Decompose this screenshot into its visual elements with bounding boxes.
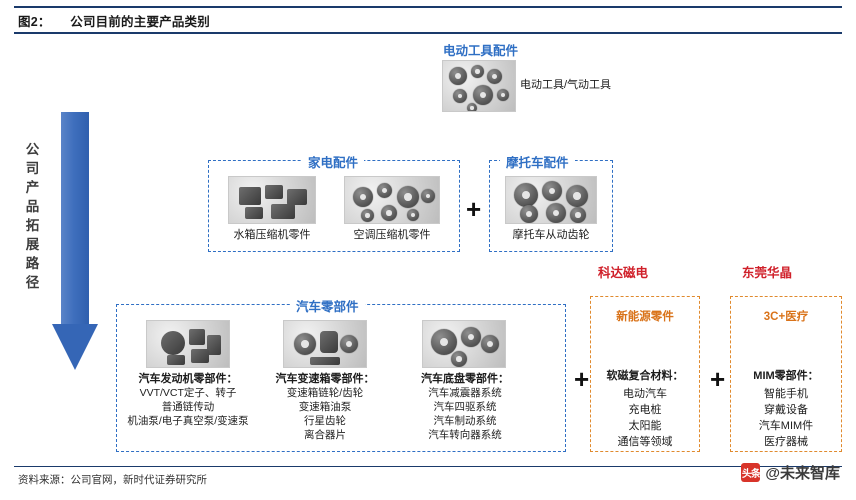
caption-auto-1: 汽车发动机零部件： VVT/VCT定子、转子 普通链传动 机油泵/电子真空泵/变… xyxy=(126,372,250,428)
figure-title: 图2： 公司目前的主要产品类别 xyxy=(18,11,210,30)
list-new-energy-item-3: 通信等领域 xyxy=(617,436,673,448)
header-rule-bottom xyxy=(14,32,842,34)
caption-auto-1-line-2: 机油泵/电子真空泵/变速泵 xyxy=(127,415,249,427)
caption-auto-1-line-0: VVT/VCT定子、转子 xyxy=(139,387,237,399)
figure-title-text: 公司目前的主要产品类别 xyxy=(70,15,210,29)
group-title-appliance: 家电配件 xyxy=(302,152,365,171)
operator-plus-3: + xyxy=(710,364,726,394)
list-3c-medical-item-0: 智能手机 xyxy=(764,388,808,400)
photo-auto-3 xyxy=(422,320,506,368)
caption-auto-1-title: 汽车发动机零部件： xyxy=(138,373,238,385)
figure-label: 图2： xyxy=(18,15,51,29)
photo-appliance-1 xyxy=(228,176,316,224)
brand-title-dongguanhuajing: 东莞华晶 xyxy=(736,262,799,281)
caption-auto-2: 汽车变速箱零部件： 变速箱链轮/齿轮 变速箱油泵 行星齿轮 离合器片 xyxy=(262,372,388,442)
caption-auto-3-title: 汽车底盘零部件： xyxy=(421,373,509,385)
caption-auto-2-line-1: 变速箱油泵 xyxy=(298,401,352,413)
list-new-energy-item-0: 电动汽车 xyxy=(623,388,667,400)
group-title-auto-parts: 汽车零部件 xyxy=(290,296,365,315)
brand-title-kedacidian: 科达磁电 xyxy=(592,262,655,281)
list-3c-medical-heading: MIM零部件： xyxy=(753,370,819,382)
caption-appliance-1: 水箱压缩机零件 xyxy=(233,229,311,241)
caption-auto-3-line-0: 汽车减震器系统 xyxy=(428,387,502,399)
watermark: 头条 @未来智库 xyxy=(741,462,840,483)
group-box-new-energy xyxy=(590,296,700,452)
photo-power-tools xyxy=(442,60,516,112)
header-rule-top xyxy=(14,6,842,8)
list-3c-medical-item-3: 医疗器械 xyxy=(764,436,808,448)
list-new-energy-item-1: 充电桩 xyxy=(628,404,662,416)
list-3c-medical: MIM零部件： 智能手机 穿戴设备 汽车MIM件 医疗器械 xyxy=(732,368,840,450)
source-note: 资料来源：公司官网，新时代证券研究所 xyxy=(18,474,207,486)
caption-auto-3-line-2: 汽车制动系统 xyxy=(433,415,497,427)
list-3c-medical-item-1: 穿戴设备 xyxy=(764,404,808,416)
caption-auto-2-line-0: 变速箱链轮/齿轮 xyxy=(286,387,364,399)
list-new-energy: 软磁复合材料： 电动汽车 充电桩 太阳能 通信等领域 xyxy=(592,368,698,450)
operator-plus-1: + xyxy=(466,194,482,224)
left-axis-label: 公司产品拓展路径 xyxy=(25,142,41,290)
list-new-energy-item-2: 太阳能 xyxy=(628,420,662,432)
photo-motorcycle-1 xyxy=(505,176,597,224)
list-new-energy-heading: 软磁复合材料： xyxy=(606,370,684,382)
caption-auto-3-line-1: 汽车四驱系统 xyxy=(433,401,497,413)
arrow-shaft xyxy=(61,112,89,326)
photo-appliance-2 xyxy=(344,176,440,224)
caption-appliance-2: 空调压缩机零件 xyxy=(353,229,431,241)
caption-power-tools: 电动工具/气动工具 xyxy=(520,79,612,91)
photo-auto-2 xyxy=(283,320,367,368)
group-title-motorcycle: 摩托车配件 xyxy=(500,152,575,171)
list-3c-medical-item-2: 汽车MIM件 xyxy=(758,420,814,432)
group-box-3c-medical xyxy=(730,296,842,452)
caption-auto-3-line-3: 汽车转向器系统 xyxy=(428,429,502,441)
direction-arrow-icon xyxy=(52,112,98,370)
group-title-power-tools: 电动工具配件 xyxy=(437,40,525,59)
caption-auto-2-line-2: 行星齿轮 xyxy=(304,415,346,427)
watermark-badge: 头条 xyxy=(741,463,761,482)
caption-auto-1-line-1: 普通链传动 xyxy=(161,401,215,413)
operator-plus-2: + xyxy=(574,364,590,394)
arrow-head xyxy=(52,324,98,370)
caption-motorcycle-1: 摩托车从动齿轮 xyxy=(512,229,590,241)
photo-auto-1 xyxy=(146,320,230,368)
caption-auto-3: 汽车底盘零部件： 汽车减震器系统 汽车四驱系统 汽车制动系统 汽车转向器系统 xyxy=(402,372,528,442)
caption-auto-2-title: 汽车变速箱零部件： xyxy=(275,373,375,385)
watermark-text: @未来智库 xyxy=(765,465,840,482)
caption-auto-2-line-3: 离合器片 xyxy=(304,429,346,441)
group-title-new-energy: 新能源零件 xyxy=(616,311,674,323)
footer-rule xyxy=(14,466,842,467)
group-title-3c-medical: 3C+医疗 xyxy=(763,311,809,323)
